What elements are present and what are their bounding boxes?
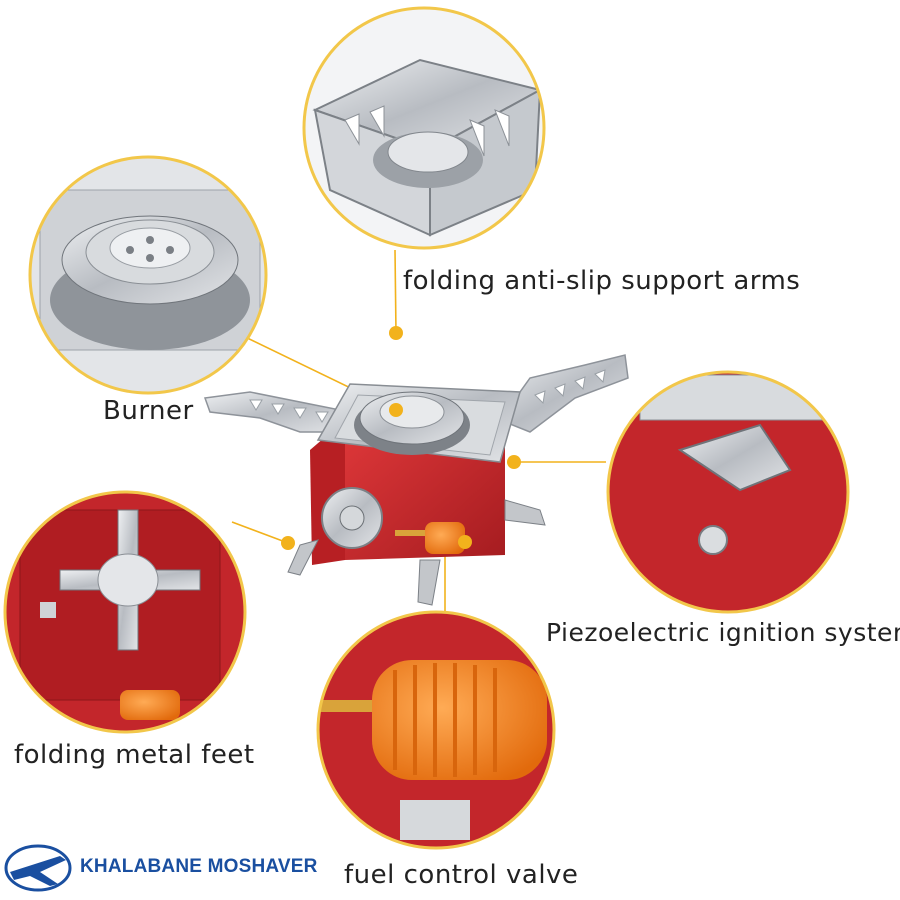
feet-detail-circle bbox=[3, 490, 247, 734]
feet-label: folding metal feet bbox=[14, 740, 255, 770]
support-arms-label: folding anti-slip support arms bbox=[403, 266, 801, 296]
valve-label: fuel control valve bbox=[344, 860, 579, 890]
valve-detail-circle bbox=[316, 610, 556, 850]
stove-main bbox=[203, 354, 629, 606]
burner-detail-circle bbox=[28, 155, 268, 395]
callout-dots bbox=[281, 326, 521, 550]
burner-label: Burner bbox=[103, 396, 194, 426]
piezo-detail-circle bbox=[606, 370, 850, 614]
support-arms-detail-circle bbox=[302, 6, 546, 250]
piezo-label: Piezoelectric ignition systen bbox=[546, 618, 900, 647]
logo-mark bbox=[4, 844, 72, 892]
logo-text: KHALABANE MOSHAVER bbox=[80, 856, 318, 877]
